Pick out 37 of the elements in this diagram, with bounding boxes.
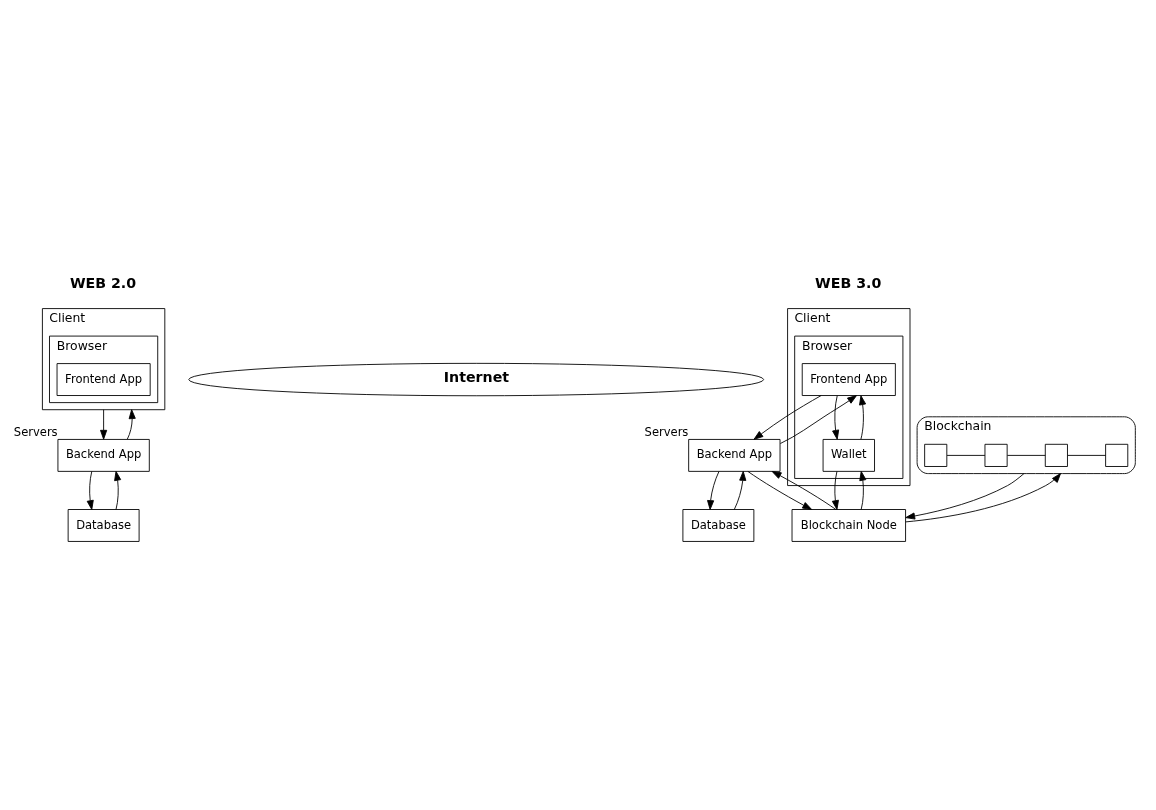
node-box: Backend App — [688, 438, 781, 472]
arrow — [771, 470, 837, 510]
node-box: Backend App — [57, 438, 150, 472]
cluster: Blockchain — [916, 415, 1136, 474]
arrow — [100, 408, 108, 440]
node-box: Database — [682, 508, 755, 542]
node-label: Servers — [13, 424, 58, 439]
arrow — [114, 470, 122, 510]
arrow — [832, 394, 840, 440]
arrow — [859, 394, 867, 440]
arrow — [753, 394, 822, 440]
node-label: Servers — [644, 424, 689, 439]
arrow — [707, 470, 720, 510]
node-box: Database — [67, 508, 140, 542]
node-ellipse: Internet — [188, 362, 765, 396]
node-box: Frontend App — [56, 362, 151, 396]
node-box — [1105, 443, 1129, 467]
node-box: Wallet — [822, 438, 875, 472]
arrow — [905, 472, 1025, 520]
node-box: Blockchain Node — [791, 508, 906, 542]
node-box: Frontend App — [801, 362, 896, 396]
arrow — [733, 470, 747, 510]
arrow — [86, 470, 94, 510]
node-box — [924, 443, 948, 467]
label: WEB 3.0 — [815, 274, 882, 291]
connector — [946, 454, 986, 456]
connector — [1006, 454, 1046, 456]
label: WEB 2.0 — [69, 274, 137, 291]
arrow — [831, 470, 839, 510]
node-box — [984, 443, 1008, 467]
arrow — [126, 408, 136, 440]
arrow — [779, 394, 857, 444]
arrow — [859, 470, 867, 510]
arrow — [747, 470, 813, 510]
node-box — [1044, 443, 1068, 467]
connector — [1067, 454, 1107, 456]
arrow — [905, 472, 1061, 522]
